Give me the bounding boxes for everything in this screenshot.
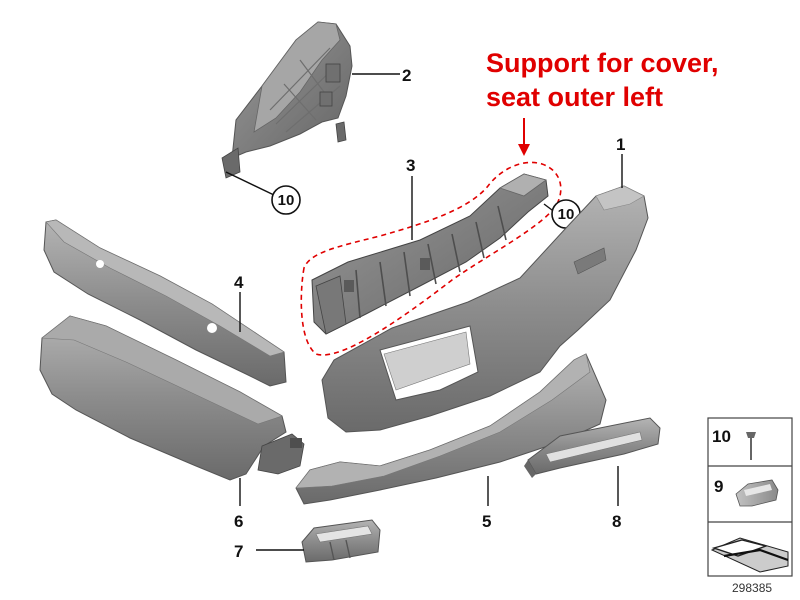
part-number-4: 4 bbox=[234, 273, 244, 292]
callout-number-10-right: 10 bbox=[558, 206, 575, 223]
leader-line-10-upper bbox=[225, 171, 277, 197]
part-number-5: 5 bbox=[482, 512, 491, 531]
annotation-arrow bbox=[518, 118, 530, 156]
part-5-lower-cover[interactable] bbox=[295, 353, 607, 505]
callout-number-10-upper: 10 bbox=[278, 192, 295, 209]
part-number-3: 3 bbox=[406, 156, 415, 175]
part-number-1: 1 bbox=[616, 135, 625, 154]
clip-nut-icon bbox=[735, 479, 779, 507]
part-number-6: 6 bbox=[234, 512, 243, 531]
highlight-outline bbox=[300, 161, 562, 356]
part-7-small-clip[interactable] bbox=[301, 519, 381, 563]
annotation-line-1: Support for cover, bbox=[486, 48, 719, 78]
part-number-2: 2 bbox=[402, 66, 411, 85]
wedge-tool-icon bbox=[710, 537, 789, 573]
legend-number-10: 10 bbox=[712, 427, 731, 446]
part-3-support[interactable] bbox=[311, 173, 549, 335]
push-pin-icon bbox=[746, 432, 756, 460]
legend-number-9: 9 bbox=[714, 477, 723, 496]
annotation-line-2: seat outer left bbox=[486, 82, 663, 112]
part-4-trim-strip[interactable] bbox=[43, 219, 287, 387]
part-6-lower-trim[interactable] bbox=[39, 315, 305, 481]
callout-circle-10-upper bbox=[271, 185, 301, 215]
part-number-7: 7 bbox=[234, 542, 243, 561]
part-number-8: 8 bbox=[612, 512, 621, 531]
leader-line-10-right bbox=[543, 203, 553, 211]
part-1-side-panel[interactable] bbox=[321, 185, 649, 433]
document-number: 298385 bbox=[732, 581, 772, 595]
part-8-cover-clip[interactable] bbox=[524, 417, 661, 478]
legend-panel: 10 9 bbox=[707, 417, 793, 577]
part-2-cover[interactable] bbox=[221, 21, 353, 179]
